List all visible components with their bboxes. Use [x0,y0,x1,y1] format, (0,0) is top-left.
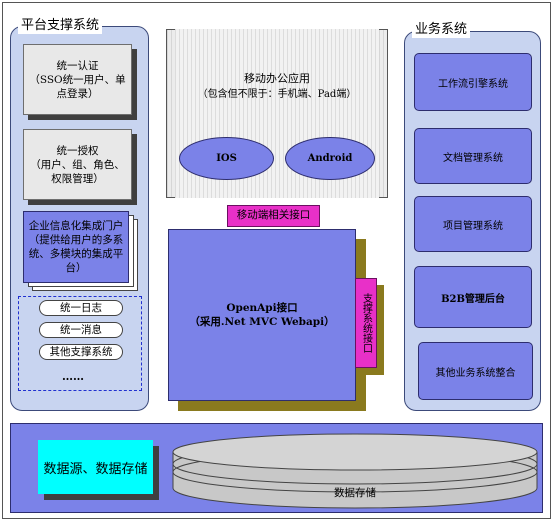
auth-card: 统一授权 （用户、组、角色、 权限管理） [23,129,132,200]
auth-line2: （用户、组、角色、 [30,158,125,171]
mobile-app-title: 移动办公应用 [244,72,310,85]
mobile-app-subtitle: （包含但不限于：手机端、Pad端） [197,89,357,100]
more-ellipsis: …… [62,370,84,383]
openapi-line2: （采用.Net MVC Webapi） [189,316,335,328]
openapi-box: OpenApi接口 （采用.Net MVC Webapi） [168,229,356,401]
auth-line3: 权限管理） [51,172,104,185]
sso-line1: 统一认证 [56,59,99,72]
other-support-pill: 其他支撑系统 [39,344,123,360]
business-title: 业务系统 [412,22,471,38]
unified-message-pill: 统一消息 [39,322,123,338]
sso-line3: 点登录） [56,87,99,100]
auth-line1: 统一授权 [56,144,99,157]
project-management-system: 项目管理系统 [414,196,532,252]
sso-line2: （SSO统一用户、单 [29,73,126,86]
support-system-interface: 支撑系统接口 [355,278,377,368]
data-storage-cylinder [172,433,538,509]
data-source-box: 数据源、数据存储 [38,440,153,494]
openapi-line1: OpenApi接口 [226,302,298,314]
data-storage-label: 数据存储 [334,487,376,499]
portal-line4: 台） [65,262,87,274]
ios-oval: IOS [179,137,274,180]
sso-card: 统一认证 （SSO统一用户、单 点登录） [23,44,132,115]
b2b-admin-backend: B2B管理后台 [414,266,532,328]
portal-card: 企业信息化集成门户 （提供给用户的多系 统、多模块的集成平 台） [23,211,129,283]
document-management-system: 文档管理系统 [414,128,532,184]
other-business-integration: 其他业务系统整合 [418,342,533,400]
android-oval: Android [285,137,375,180]
support-interface-label: 支撑系统接口 [360,293,372,353]
mobile-gateway-interface: 移动端相关接口 [227,205,320,227]
portal-line1: 企业信息化集成门户 [28,220,124,232]
workflow-engine-system: 工作流引擎系统 [414,53,532,111]
portal-line3: 统、多模块的集成平 [28,248,124,260]
portal-line2: （提供给用户的多系 [28,234,124,246]
unified-log-pill: 统一日志 [39,300,123,316]
platform-title: 平台支撑系统 [18,18,103,34]
other-support-group [18,296,142,391]
